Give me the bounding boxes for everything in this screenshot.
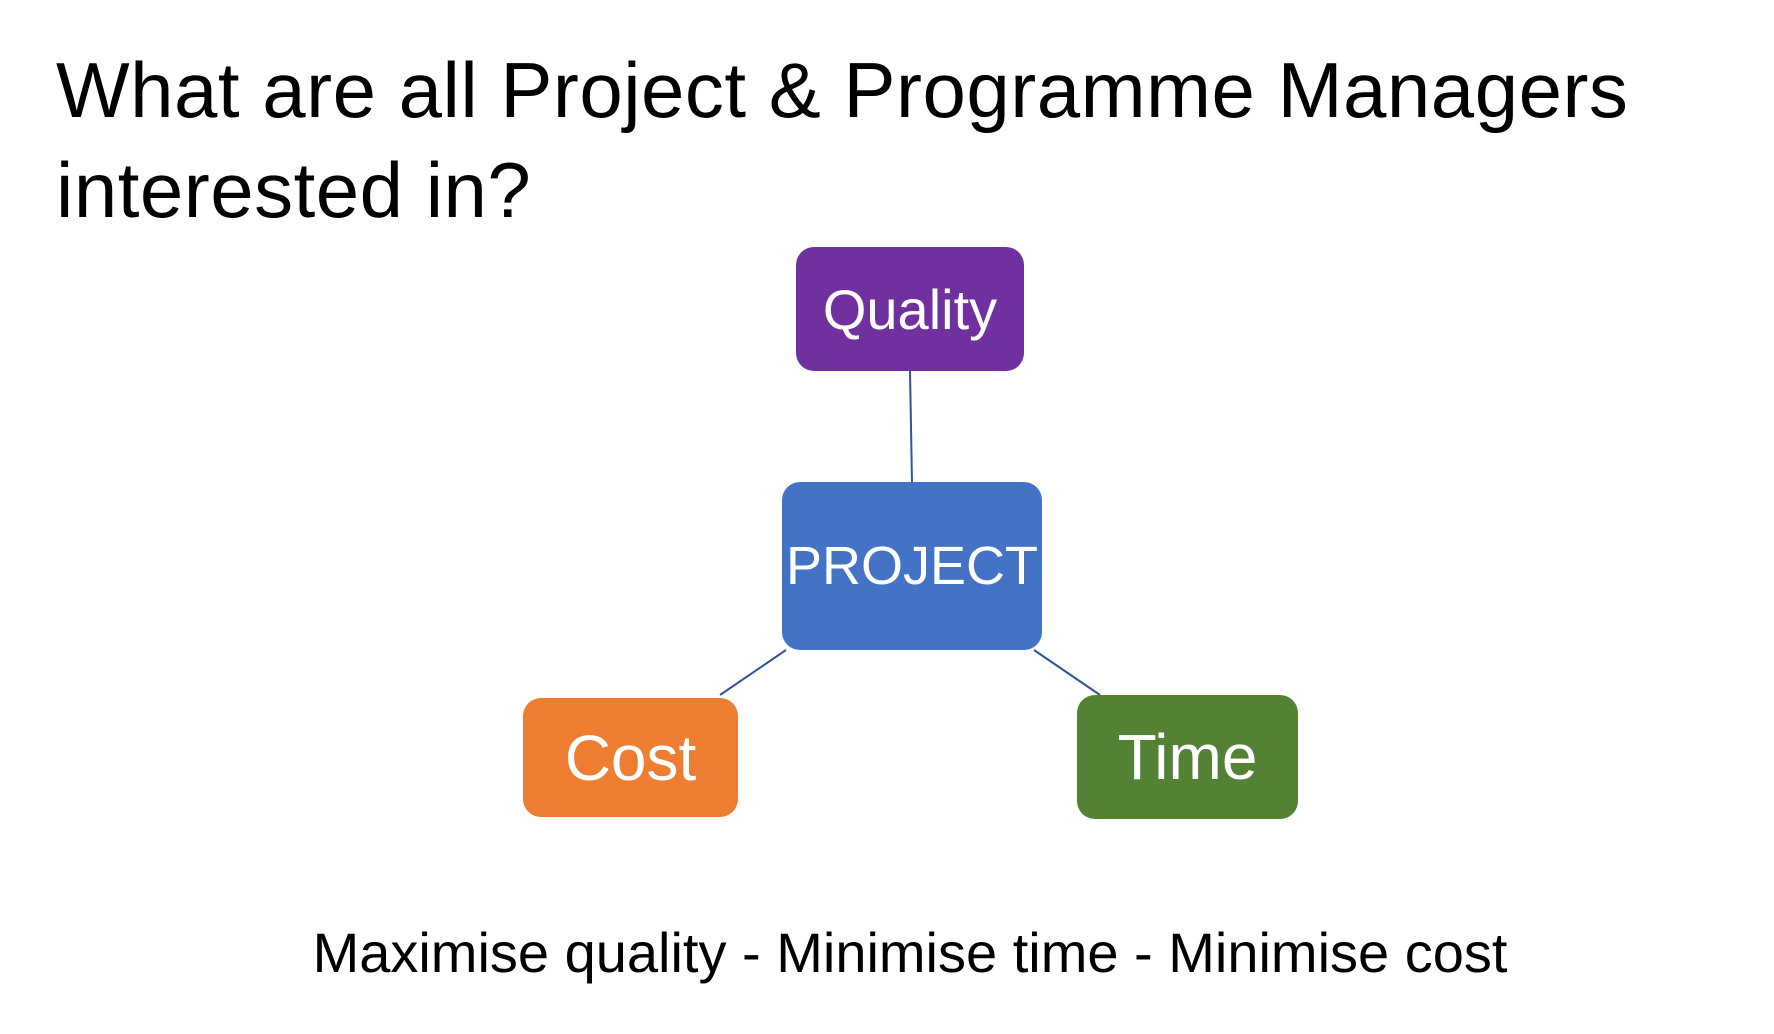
time-node: Time xyxy=(1077,695,1298,819)
connector-project-cost xyxy=(719,649,787,696)
cost-node: Cost xyxy=(523,698,738,817)
project-node: PROJECT xyxy=(782,482,1042,650)
quality-node: Quality xyxy=(796,247,1024,371)
connector-project-quality xyxy=(909,370,913,483)
summary-statement: Maximise quality - Minimise time - Minim… xyxy=(312,921,1508,984)
time-node-label: Time xyxy=(1117,721,1258,793)
cost-node-label: Cost xyxy=(564,721,697,794)
connector-project-time xyxy=(1033,649,1101,696)
project-node-label: PROJECT xyxy=(785,536,1039,596)
quality-node-label: Quality xyxy=(822,277,998,341)
slide-title: What are all Project & Programme Manager… xyxy=(56,46,1629,234)
